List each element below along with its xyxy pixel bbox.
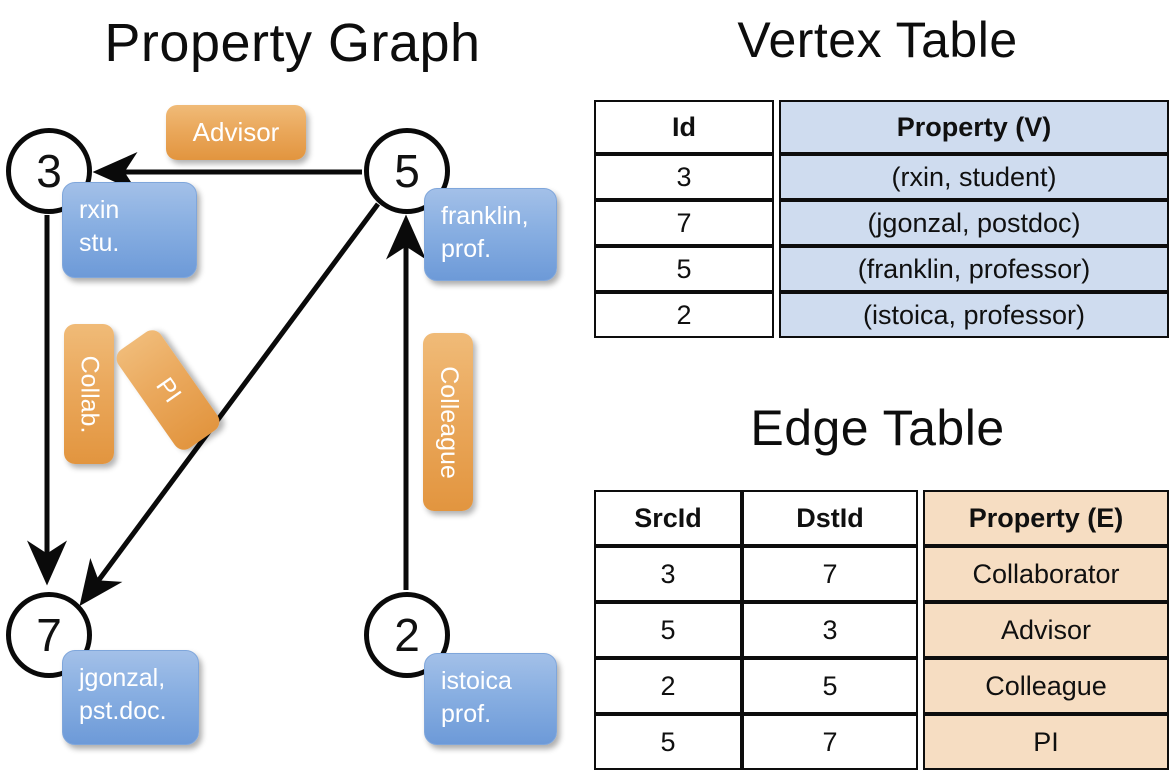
page-title-property-graph: Property Graph <box>104 13 481 73</box>
edge-cell-dstid: 3 <box>742 602 918 658</box>
edge-label-colleague-text: Colleague <box>434 365 463 479</box>
edge-table-header-srcid: SrcId <box>594 490 742 546</box>
node-property-box-istoica: istoica prof. <box>424 653 557 745</box>
vertex-cell-id: 7 <box>594 200 774 246</box>
graph-edges-layer <box>27 152 426 607</box>
edge-cell-dstid: 7 <box>742 546 918 602</box>
vertex-table: Id Property (V) 3 (rxin, student) 7 (jgo… <box>594 100 1169 338</box>
edge-label-collab: Collab. <box>64 324 114 464</box>
node-property-box-franklin: franklin, prof. <box>424 188 557 281</box>
table-row: 7 (jgonzal, postdoc) <box>594 200 1169 246</box>
edge-table-header-row: SrcId DstId Property (E) <box>594 490 1169 546</box>
edge-cell-dstid: 7 <box>742 714 918 770</box>
edge-cell-srcid: 5 <box>594 602 742 658</box>
edge-cell-property: Advisor <box>923 602 1169 658</box>
vertex-table-header-property: Property (V) <box>779 100 1169 154</box>
edge-label-collab-text: Collab. <box>75 355 104 433</box>
edge-table-header-dstid: DstId <box>742 490 918 546</box>
edge-5-to-7 <box>79 202 381 607</box>
edge-table-header-property: Property (E) <box>923 490 1169 546</box>
edge-cell-property: Colleague <box>923 658 1169 714</box>
vertex-cell-property: (rxin, student) <box>779 154 1169 200</box>
edge-cell-property: PI <box>923 714 1169 770</box>
vertex-cell-id: 2 <box>594 292 774 338</box>
vertex-cell-id: 5 <box>594 246 774 292</box>
edge-label-colleague: Colleague <box>423 333 473 511</box>
graph-node-5[interactable]: 5 <box>364 128 450 214</box>
table-row: 2 (istoica, professor) <box>594 292 1169 338</box>
node-property-box-jgonzal: jgonzal, pst.doc. <box>62 650 199 745</box>
edge-cell-property: Collaborator <box>923 546 1169 602</box>
edge-cell-srcid: 2 <box>594 658 742 714</box>
edge-cell-dstid: 5 <box>742 658 918 714</box>
edge-table: SrcId DstId Property (E) 3 7 Collaborato… <box>594 490 1169 770</box>
graph-node-2[interactable]: 2 <box>364 592 450 678</box>
edge-label-pi-text: PI <box>150 372 187 408</box>
vertex-table-header-id: Id <box>594 100 774 154</box>
table-row: 2 5 Colleague <box>594 658 1169 714</box>
page-title-edge-table: Edge Table <box>750 400 1005 456</box>
vertex-cell-property: (franklin, professor) <box>779 246 1169 292</box>
table-row: 3 7 Collaborator <box>594 546 1169 602</box>
page-title-vertex-table: Vertex Table <box>737 12 1018 68</box>
edge-label-advisor: Advisor <box>166 105 306 160</box>
edge-label-advisor-text: Advisor <box>192 117 280 147</box>
edge-cell-srcid: 5 <box>594 714 742 770</box>
table-row: 5 (franklin, professor) <box>594 246 1169 292</box>
table-row: 5 3 Advisor <box>594 602 1169 658</box>
property-graph-canvas: 3 5 7 2 rxin stu. franklin, prof. jgonza… <box>0 0 585 760</box>
vertex-cell-id: 3 <box>594 154 774 200</box>
edge-cell-srcid: 3 <box>594 546 742 602</box>
vertex-table-header-row: Id Property (V) <box>594 100 1169 154</box>
table-row: 3 (rxin, student) <box>594 154 1169 200</box>
table-row: 5 7 PI <box>594 714 1169 770</box>
vertex-cell-property: (jgonzal, postdoc) <box>779 200 1169 246</box>
node-property-box-rxin: rxin stu. <box>62 182 197 278</box>
vertex-cell-property: (istoica, professor) <box>779 292 1169 338</box>
